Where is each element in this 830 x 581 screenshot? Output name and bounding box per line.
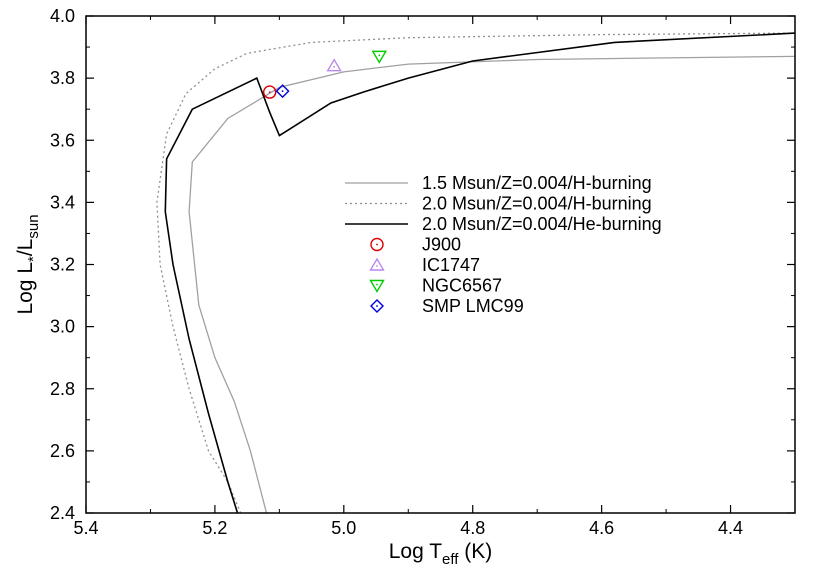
y-axis-label: Log L*/Lsun bbox=[14, 214, 42, 314]
legend-marker-4-shape bbox=[370, 299, 384, 313]
x-axis-label: Log Teff (K) bbox=[389, 540, 493, 568]
y-tick-label: 2.6 bbox=[50, 441, 75, 461]
x-axis-label-suffix: (K) bbox=[458, 540, 492, 563]
x-tick-label: 5.2 bbox=[202, 518, 227, 538]
legend-label-3: 2.0 Msun/Z=0.004/He-burning bbox=[422, 214, 662, 234]
data-point-ngc6567-center bbox=[378, 54, 381, 57]
y-tick-label: 3.6 bbox=[50, 130, 75, 150]
y-tick-label: 3.0 bbox=[50, 317, 75, 337]
y-tick-label: 3.2 bbox=[50, 255, 75, 275]
x-tick-label: 4.4 bbox=[718, 518, 743, 538]
x-tick-label: 5.0 bbox=[331, 518, 356, 538]
legend-marker-2-shape bbox=[369, 257, 385, 271]
legend-label-5: IC1747 bbox=[422, 255, 480, 275]
y-tick-label: 4.0 bbox=[50, 6, 75, 26]
y-tick-label: 2.8 bbox=[50, 379, 75, 399]
legend-marker-1 bbox=[370, 237, 384, 252]
y-axis-label-main: Log L bbox=[14, 262, 37, 315]
data-point-ic1747-shape bbox=[326, 58, 342, 72]
data-point-smp-lmc99 bbox=[275, 84, 290, 99]
data-point-smp-lmc99-center bbox=[281, 90, 284, 93]
data-point-j900-shape bbox=[262, 85, 277, 99]
y-axis-label-group: Log L*/Lsun bbox=[14, 214, 42, 314]
x-tick-label: 4.6 bbox=[589, 518, 614, 538]
data-point-smp-lmc99-shape bbox=[275, 84, 290, 99]
legend-marker-2 bbox=[369, 257, 385, 271]
legend-marker-4-center bbox=[376, 305, 378, 307]
data-point-ic1747-center bbox=[333, 65, 336, 68]
legend-marker-1-center bbox=[376, 243, 378, 246]
legend-marker-3 bbox=[369, 279, 385, 293]
x-tick-label: 5.4 bbox=[73, 518, 98, 538]
y-tick-label: 3.4 bbox=[50, 192, 75, 212]
legend-marker-3-center bbox=[376, 283, 378, 286]
legend-label-7: SMP LMC99 bbox=[422, 296, 524, 316]
data-point-ic1747 bbox=[326, 58, 342, 72]
y-tick-label: 3.8 bbox=[50, 68, 75, 88]
data-point-j900 bbox=[262, 85, 277, 99]
legend-marker-1-shape bbox=[370, 237, 384, 252]
x-axis-label-sub: eff bbox=[442, 551, 459, 568]
legend-marker-2-center bbox=[376, 265, 378, 267]
x-axis-label-main: Log T bbox=[389, 540, 442, 563]
curves bbox=[156, 32, 795, 513]
data-point-ngc6567 bbox=[371, 50, 387, 64]
legend-label-6: NGC6567 bbox=[422, 276, 502, 296]
x-axis-ticks: 5.4 5.2 5.0 4.8 4.6 4.4 bbox=[73, 16, 743, 538]
legend-marker-4 bbox=[370, 299, 384, 313]
data-markers bbox=[262, 50, 387, 99]
x-tick-label: 4.8 bbox=[460, 518, 485, 538]
legend-label-1: 1.5 Msun/Z=0.004/H-burning bbox=[422, 173, 652, 193]
y-axis-label-sub1: * bbox=[25, 256, 42, 262]
y-axis-label-sub2: sun bbox=[25, 214, 42, 238]
series-line-1 bbox=[188, 55, 795, 513]
legend-marker-3-shape bbox=[369, 279, 385, 293]
y-axis-ticks: 2.4 2.6 2.8 3.0 3.2 3.4 3.6 3.8 4.0 bbox=[50, 6, 795, 523]
series-line-3 bbox=[164, 32, 795, 513]
legend-label-2: 2.0 Msun/Z=0.004/H-burning bbox=[422, 194, 652, 214]
y-axis-label-mid: /L bbox=[14, 239, 37, 257]
data-point-j900-center bbox=[268, 91, 271, 94]
y-tick-label: 2.4 bbox=[50, 503, 75, 523]
data-point-ngc6567-shape bbox=[371, 50, 387, 64]
legend-label-4: J900 bbox=[422, 235, 461, 255]
